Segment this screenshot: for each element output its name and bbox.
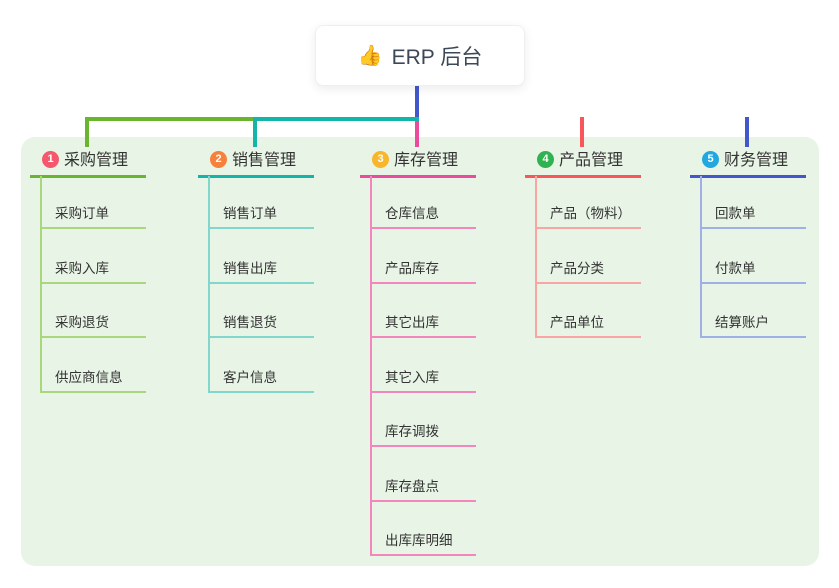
branch-number-badge: 2 [210,151,227,168]
leaf-label: 库存盘点 [385,479,439,494]
trunk-segment [253,117,419,121]
leaf-underline [370,282,476,284]
leaf-label: 出库库明细 [385,533,453,548]
trunk-segment [85,117,257,121]
thumbs-up-icon: 👍 [357,44,383,67]
root-connector [415,84,419,121]
leaf-label: 产品库存 [385,261,439,276]
branch-drop-connector [415,121,419,147]
branch-items-line [535,176,537,338]
leaf-underline [700,282,806,284]
root-title: ERP 后台 [391,45,483,69]
leaf-underline [370,336,476,338]
leaf-underline [40,282,146,284]
leaf-underline [208,227,314,229]
leaf-label: 销售订单 [223,206,277,221]
branch-label: 财务管理 [724,152,789,169]
leaf-underline [535,282,641,284]
leaf-label: 其它出库 [385,315,439,330]
branch-items-line [208,176,210,393]
branch-label: 库存管理 [394,152,459,169]
leaf-underline [535,336,641,338]
leaf-underline [40,227,146,229]
leaf-label: 仓库信息 [385,206,439,221]
leaf-label: 供应商信息 [55,370,123,385]
branch-number-badge: 3 [372,151,389,168]
leaf-label: 采购订单 [55,206,109,221]
leaf-underline [535,227,641,229]
leaf-label: 结算账户 [715,315,769,330]
branch-items-line [40,176,42,393]
branch-underline [198,175,314,178]
mindmap-panel [21,137,819,566]
leaf-label: 其它入库 [385,370,439,385]
branch-items-line [700,176,702,338]
branch-drop-connector [580,117,584,147]
leaf-label: 付款单 [715,261,756,276]
leaf-underline [208,336,314,338]
leaf-label: 产品单位 [550,315,604,330]
branch-underline [525,175,641,178]
leaf-underline [370,391,476,393]
leaf-underline [40,391,146,393]
leaf-underline [370,445,476,447]
branch-drop-connector [745,117,749,147]
branch-number-badge: 1 [42,151,59,168]
branch-drop-connector [85,117,89,147]
leaf-underline [40,336,146,338]
branch-underline [30,175,146,178]
leaf-label: 库存调拨 [385,424,439,439]
branch-label: 产品管理 [559,152,624,169]
leaf-underline [370,500,476,502]
leaf-label: 销售退货 [223,315,277,330]
leaf-underline [700,227,806,229]
branch-label: 销售管理 [232,152,297,169]
branch-label: 采购管理 [64,152,129,169]
leaf-underline [370,227,476,229]
leaf-label: 客户信息 [223,370,277,385]
branch-drop-connector [253,117,257,147]
leaf-label: 采购入库 [55,261,109,276]
leaf-underline [700,336,806,338]
leaf-underline [208,282,314,284]
branch-underline [690,175,806,178]
leaf-label: 产品（物料） [550,206,631,221]
leaf-label: 销售出库 [223,261,277,276]
leaf-label: 回款单 [715,206,756,221]
leaf-label: 产品分类 [550,261,604,276]
root-node[interactable]: 👍 ERP 后台 [315,25,525,86]
branch-underline [360,175,476,178]
branch-number-badge: 4 [537,151,554,168]
leaf-underline [208,391,314,393]
leaf-underline [370,554,476,556]
branch-items-line [370,176,372,556]
leaf-label: 采购退货 [55,315,109,330]
branch-number-badge: 5 [702,151,719,168]
